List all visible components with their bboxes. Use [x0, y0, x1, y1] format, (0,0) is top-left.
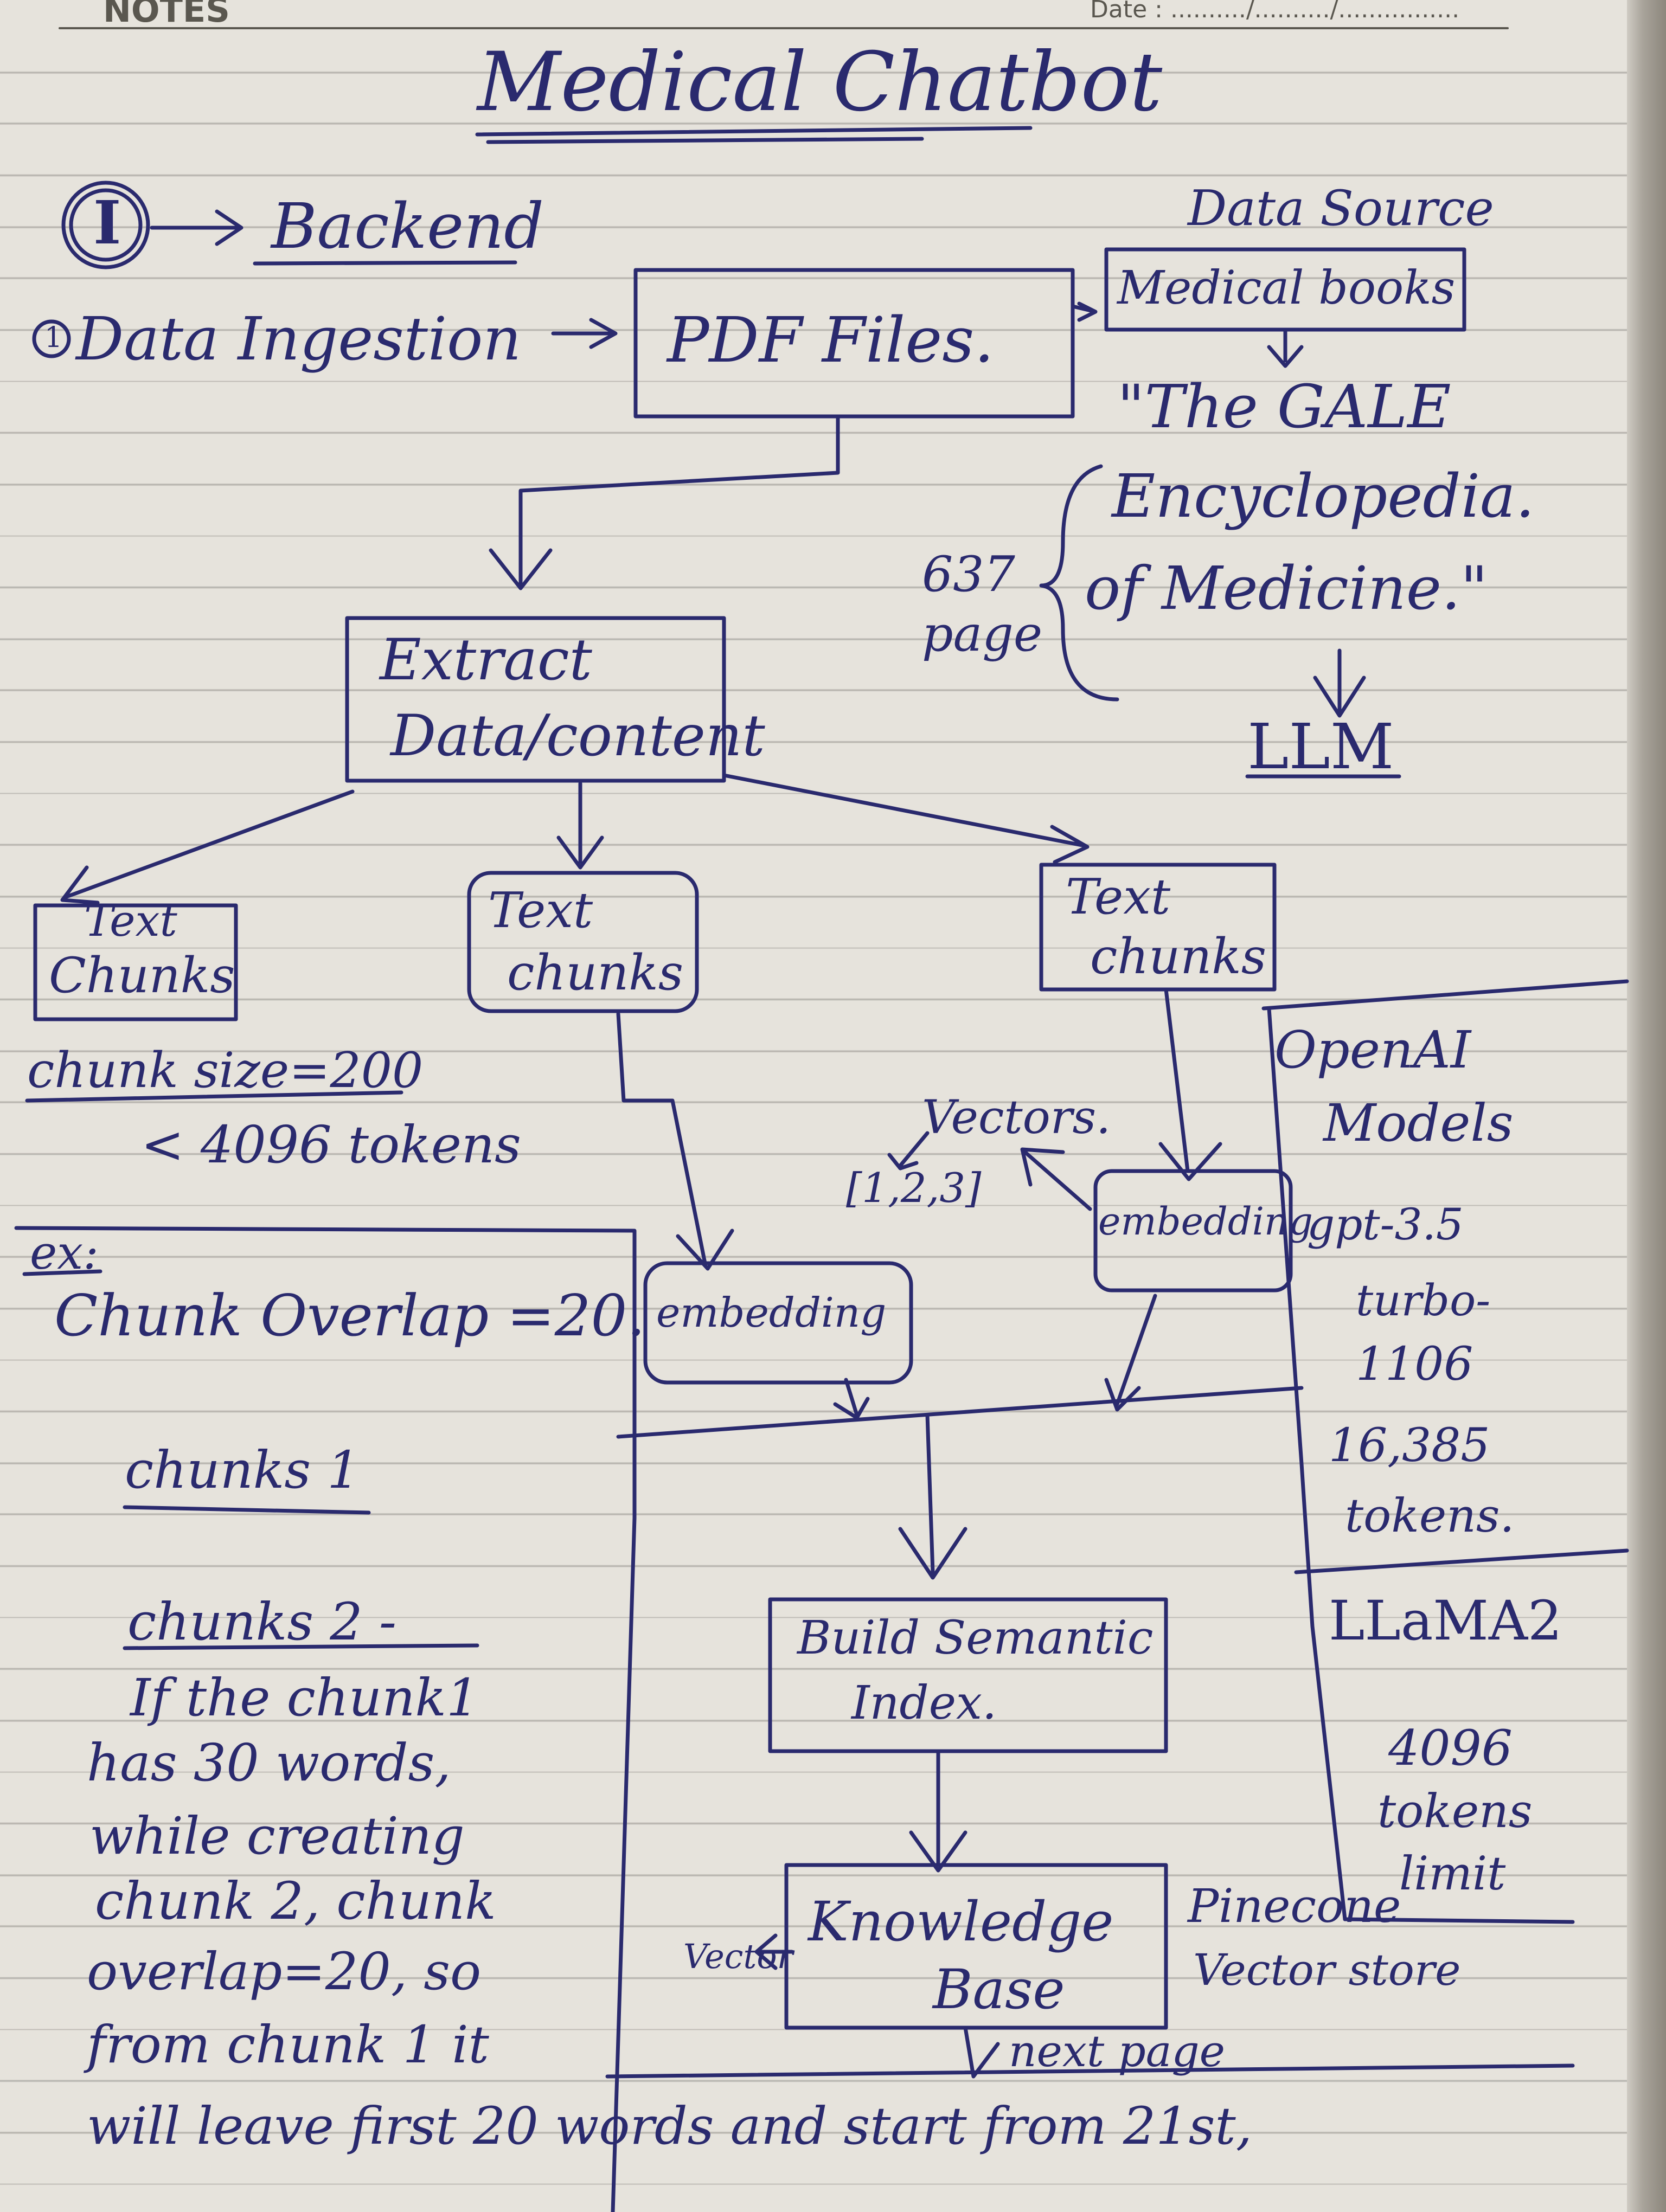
paragraph-line-4: chunk 2, chunk [95, 1872, 496, 1931]
llama-line-3: tokens [1377, 1785, 1533, 1838]
gale-line-1: "The GALE [1117, 372, 1451, 441]
pinecone-line-2: Vector store [1193, 1945, 1461, 1995]
gpt-line-2: turbo- [1356, 1275, 1491, 1326]
date-field: Date : ........../........../...........… [1090, 0, 1460, 23]
section-label: Backend [271, 190, 544, 263]
pinecone-line-1: Pinecone [1188, 1880, 1401, 1933]
pdf-files-node: PDF Files. [667, 304, 994, 377]
pages-label: page [922, 606, 1043, 663]
vectors-label: Vectors. [922, 1091, 1111, 1144]
token-limit-note: < 4096 tokens [141, 1115, 521, 1175]
notes-header-label: NOTES [103, 0, 230, 30]
gale-line-2: Encyclopedia. [1112, 461, 1535, 531]
llama-line-2: 4096 [1388, 1720, 1513, 1777]
text-chunks-right-line-1: Text [1066, 869, 1171, 925]
semantic-index-line-1: Build Semantic [797, 1611, 1154, 1665]
llama-line-4: limit [1399, 1847, 1506, 1901]
text-chunks-left-line-2: Chunks [49, 947, 235, 1004]
next-page-note: next page [1009, 2026, 1226, 2076]
gpt-line-4: 16,385 [1329, 1419, 1490, 1472]
embedding-right-node: embedding [1098, 1199, 1313, 1244]
gpt-line-5: tokens. [1345, 1489, 1515, 1543]
paragraph-line-1: If the chunk1 [130, 1668, 479, 1728]
paragraph-line-3: while creating [89, 1806, 465, 1866]
data-source-node: Medical books [1117, 261, 1456, 315]
text-chunks-right-line-2: chunks [1090, 928, 1267, 985]
page-title: Medical Chatbot [477, 35, 1163, 130]
paragraph-line-2: has 30 words, [87, 1733, 451, 1793]
knowledge-base-line-2: Base [933, 1958, 1065, 2021]
vector-tag: Vector [683, 1937, 793, 1976]
notebook-page [0, 0, 1627, 2212]
chunk-size-note: chunk size=200 [27, 1042, 424, 1099]
openai-line-2: Models [1323, 1094, 1514, 1153]
step-number: 1 [44, 321, 63, 354]
page-edge [1627, 0, 1666, 2212]
paragraph-line-6: from chunk 1 it [87, 2015, 489, 2075]
embedding-left-node: embedding [656, 1289, 887, 1336]
chunks-1-note: chunks 1 [125, 1441, 360, 1500]
gale-line-3: of Medicine." [1085, 554, 1488, 623]
section-number: I [93, 188, 121, 258]
paragraph-line-5: overlap=20, so [87, 1942, 482, 2002]
text-chunks-mid-line-2: chunks [507, 944, 684, 1001]
chunks-2-note: chunks 2 - [127, 1592, 397, 1652]
pages-count: 637 [922, 546, 1015, 603]
vector-example: [1,2,3] [846, 1164, 982, 1212]
text-chunks-mid-line-1: Text [488, 882, 593, 939]
overlap-note: Chunk Overlap =20. [54, 1283, 645, 1349]
semantic-index-line-2: Index. [851, 1676, 997, 1730]
openai-line-1: OpenAI [1274, 1020, 1471, 1080]
data-source-title: Data Source [1188, 180, 1494, 237]
gpt-line-3: 1106 [1356, 1338, 1473, 1391]
example-label: ex: [30, 1226, 99, 1280]
extract-line-1: Extract [380, 627, 592, 693]
knowledge-base-line-1: Knowledge [808, 1890, 1114, 1953]
gpt-line-1: gpt-3.5 [1307, 1199, 1464, 1250]
llm-node: LLM [1247, 711, 1394, 783]
paragraph-line-7: will leave first 20 words and start from… [87, 2097, 1252, 2156]
text-chunks-left-line-1: Text [84, 896, 177, 946]
llama-line-1: LLaMA2 [1329, 1589, 1562, 1652]
step-label: Data Ingestion [76, 304, 522, 374]
extract-line-2: Data/content [390, 703, 765, 769]
